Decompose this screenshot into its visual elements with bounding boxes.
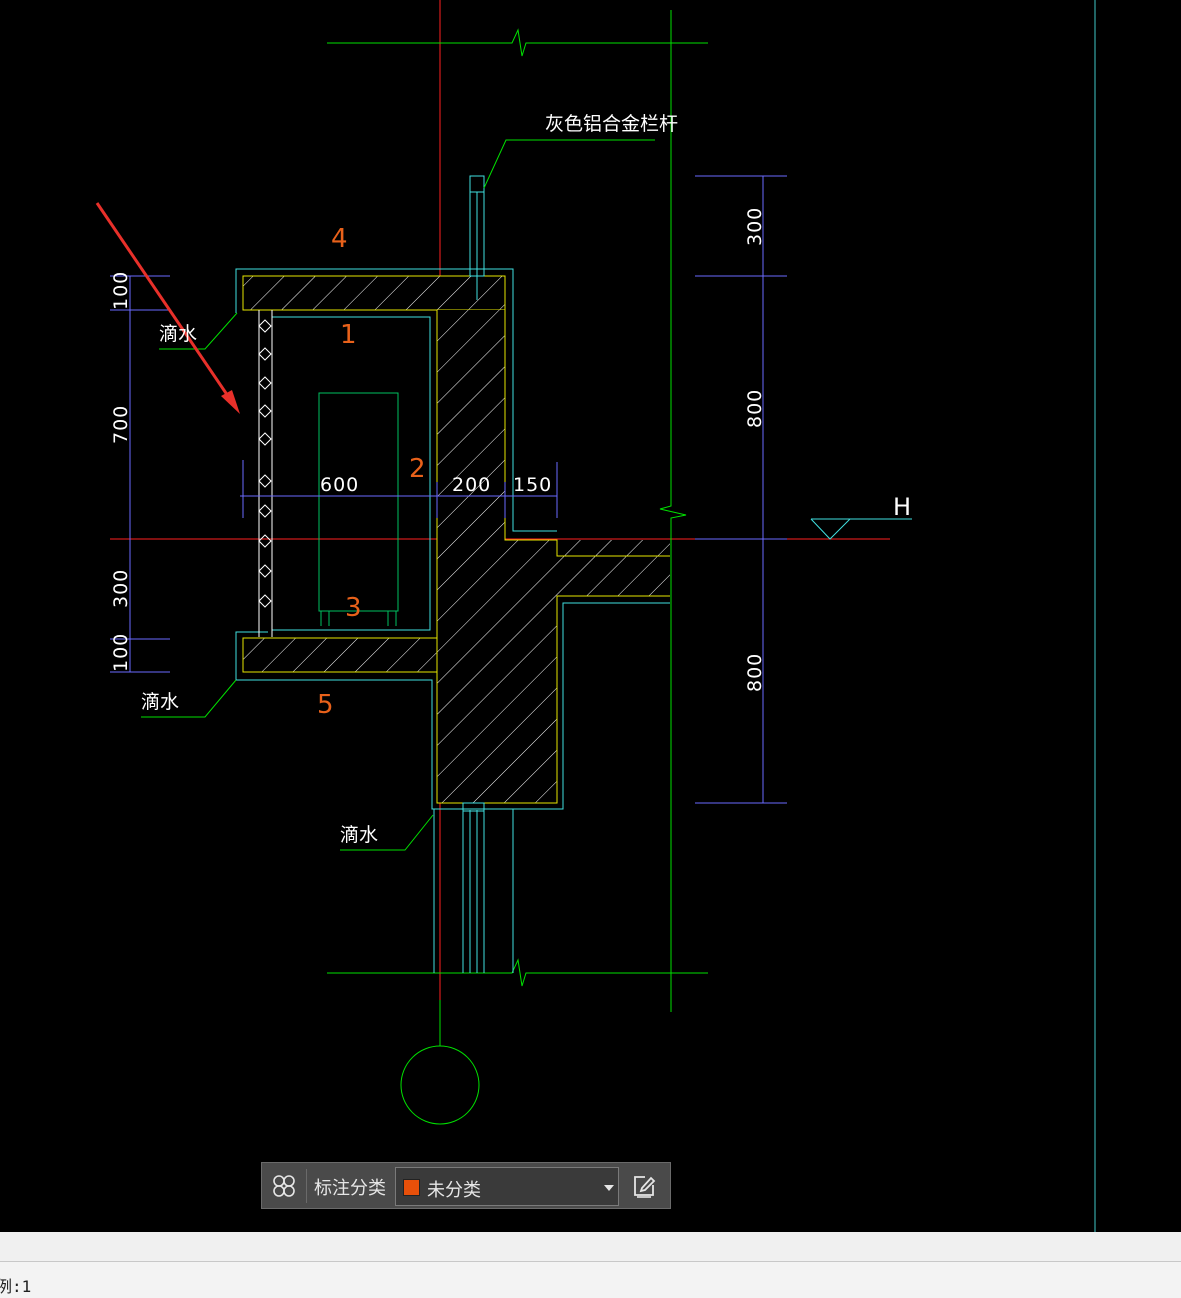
dim-right-800-top: 800 [744, 389, 766, 428]
lower-frame-cap [462, 802, 485, 812]
dim-right-800-bottom: 800 [744, 653, 766, 692]
concrete-outline-2 [504, 276, 670, 557]
concrete-beam [437, 540, 670, 803]
concrete-wall [437, 310, 505, 540]
dim-left-700: 700 [110, 405, 132, 444]
dim-left-100-bottom: 100 [110, 633, 132, 672]
elevation-mark: H [893, 493, 911, 521]
category-dropdown-value: 未分类 [427, 1180, 481, 1201]
dim-right-300: 300 [744, 207, 766, 246]
label-drip-bottom: 滴水 [340, 824, 378, 846]
annotation-arrow-shaft [95, 202, 234, 403]
break-line-bottom [327, 958, 708, 987]
cad-drawing-canvas[interactable]: H 灰色铝合金栏杆 滴水 滴水 滴水 1 2 3 4 5 600 200 150… [0, 0, 1181, 1232]
dimension-horizontal [240, 460, 558, 518]
concrete-outline [436, 310, 670, 804]
label-railing: 灰色铝合金栏杆 [545, 113, 678, 135]
number-3: 3 [345, 593, 362, 623]
dim-600: 600 [320, 474, 359, 496]
chevron-down-icon [604, 1185, 614, 1191]
edit-icon[interactable] [624, 1168, 664, 1204]
leader-drip-bottom [340, 814, 434, 851]
number-5: 5 [317, 690, 334, 720]
leader-drip-top [159, 312, 238, 350]
label-drip-top: 滴水 [159, 323, 197, 345]
label-drip-left: 滴水 [141, 691, 179, 713]
dim-150: 150 [513, 474, 552, 496]
command-bar[interactable] [0, 1232, 1181, 1262]
number-2: 2 [409, 454, 426, 484]
dimension-left [110, 275, 170, 673]
dim-left-100-top: 100 [110, 271, 132, 310]
annotation-toolbar: 标注分类 未分类 [261, 1162, 671, 1209]
category-label: 标注分类 [314, 1178, 386, 1199]
dim-left-300: 300 [110, 569, 132, 608]
grid-icon[interactable] [268, 1172, 300, 1200]
ac-unit [318, 392, 399, 612]
wall-line-right [659, 10, 687, 1012]
elevation-symbol [810, 518, 912, 540]
number-4: 4 [331, 224, 348, 254]
dimension-right [695, 175, 787, 804]
category-dropdown[interactable]: 未分类 [395, 1167, 619, 1206]
annotation-arrow-head [221, 390, 240, 414]
dim-200: 200 [452, 474, 491, 496]
cyan-outline-bottom-2 [236, 602, 670, 810]
leader-drip-left [141, 679, 237, 718]
concrete-top-slab [242, 275, 506, 311]
category-color-swatch [403, 1179, 420, 1196]
concrete-bottom-slab [242, 637, 438, 673]
scale-readout: 例:1 [0, 1277, 32, 1296]
louver-blades [258, 319, 272, 608]
toolbar-separator [306, 1169, 307, 1203]
status-bar: 例:1 [0, 1262, 1181, 1298]
number-1: 1 [340, 320, 357, 350]
break-line-top [327, 28, 708, 57]
cyan-outline-top [235, 268, 557, 532]
cyan-outline-bottom [235, 631, 268, 680]
axis-bubble [400, 1045, 480, 1125]
leader-railing [483, 139, 655, 189]
